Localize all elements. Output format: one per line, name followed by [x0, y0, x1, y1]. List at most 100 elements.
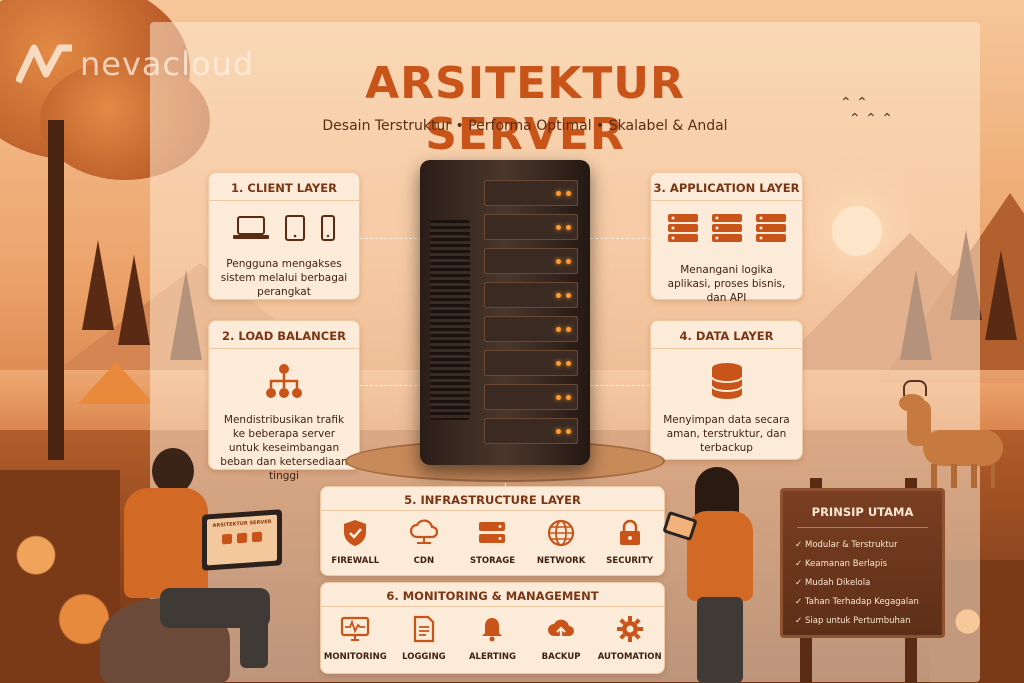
server-slot: [484, 350, 578, 376]
deer-antlers: [903, 380, 927, 396]
document-icon: [413, 615, 434, 643]
check-icon: ✓: [795, 559, 803, 569]
device-icons: [209, 211, 359, 245]
server-slot: [484, 316, 578, 342]
card-title: 2. LOAD BALANCER: [209, 321, 359, 349]
server-slot: [484, 282, 578, 308]
status-led: [556, 429, 561, 434]
tent: [78, 362, 154, 404]
infra-item-label: FIREWALL: [331, 556, 380, 566]
person-body: [687, 511, 753, 601]
laptop-screen-icons: [207, 531, 277, 546]
sign-post: [905, 630, 917, 683]
monitor-item-label: AUTOMATION: [597, 652, 662, 662]
shield-check-icon: [344, 520, 367, 546]
monitor-pulse-icon: [341, 616, 370, 641]
cloud-upload-icon: [548, 619, 575, 639]
server-slot: [484, 214, 578, 240]
deer: [895, 380, 1015, 490]
principle-label: Keamanan Berlapis: [805, 559, 888, 569]
network-tree-icon: [266, 364, 302, 398]
status-led: [556, 191, 561, 196]
status-led: [556, 293, 561, 298]
server-slot: [484, 248, 578, 274]
brand-logo: nevacloud: [16, 44, 254, 84]
status-led: [556, 259, 561, 264]
principles-list: ✓Modular & Terstruktur ✓Keamanan Berlapi…: [783, 528, 942, 631]
principle-item: ✓Modular & Terstruktur: [795, 536, 934, 555]
connector-line: [360, 385, 422, 386]
laptop-icon: [233, 216, 269, 239]
status-led: [556, 395, 561, 400]
principles-title: PRINSIP UTAMA: [797, 491, 928, 528]
database-icons: [651, 359, 802, 403]
status-led: [556, 327, 561, 332]
principle-item: ✓Siap untuk Pertumbuhan: [795, 612, 934, 631]
infra-item-storage: STORAGE: [460, 519, 524, 566]
status-led: [566, 395, 571, 400]
check-icon: ✓: [795, 597, 803, 607]
person-with-tablet: [662, 465, 765, 683]
infrastructure-layer-card: 5. INFRASTRUCTURE LAYER FIREWALL CDN STO…: [320, 486, 665, 576]
check-icon: ✓: [795, 616, 803, 626]
card-title: 6. MONITORING & MANAGEMENT: [321, 583, 664, 607]
monitor-item-logging: LOGGING: [392, 615, 456, 662]
card-title: 5. INFRASTRUCTURE LAYER: [321, 487, 664, 511]
card-title: 1. CLIENT LAYER: [209, 173, 359, 201]
infra-item-label: CDN: [413, 556, 435, 566]
load-balancer-card: 2. LOAD BALANCER Mendistribusikan trafik…: [208, 320, 360, 482]
connector-line: [360, 238, 422, 239]
monitor-item-alerting: ALERTING: [460, 615, 524, 662]
principle-item: ✓Keamanan Berlapis: [795, 555, 934, 574]
server-rack: [420, 160, 590, 465]
cloud-network-icon: [409, 519, 438, 544]
status-led: [556, 361, 561, 366]
tablet-icon: [285, 215, 305, 241]
status-led: [566, 259, 571, 264]
status-led: [566, 361, 571, 366]
person-shin: [240, 598, 268, 668]
person-with-laptop: ARSITEKTUR SERVER: [100, 448, 300, 683]
deer-legs: [931, 464, 995, 488]
infra-item-network: NETWORK: [529, 519, 593, 566]
infra-item-firewall: FIREWALL: [323, 519, 387, 566]
laptop-screen: ARSITEKTUR SERVER: [207, 514, 277, 566]
monitoring-management-card: 6. MONITORING & MANAGEMENT MONITORING LO…: [320, 582, 665, 674]
app-server-icons: [651, 211, 802, 245]
infra-item-security: SECURITY: [598, 519, 662, 566]
monitor-item-label: BACKUP: [541, 652, 581, 662]
gear-icon: [616, 616, 643, 642]
load-balancer-icons: [209, 359, 359, 403]
monitor-item-label: MONITORING: [323, 652, 387, 662]
connector-line: [590, 238, 650, 239]
card-description: Pengguna mengakses sistem melalui berbag…: [220, 258, 348, 298]
laptop-screen-title: ARSITEKTUR SERVER: [212, 518, 272, 530]
principle-label: Tahan Terhadap Kegagalan: [805, 597, 919, 607]
infrastructure-items: FIREWALL CDN STORAGE NETWORK SECURITY: [321, 511, 664, 566]
server-stack-icon: [711, 214, 742, 242]
data-layer-card: 4. DATA LAYER Menyimpan data secara aman…: [650, 320, 803, 460]
client-layer-card: 1. CLIENT LAYER Pengguna mengakses siste…: [208, 172, 360, 300]
server-slot: [484, 418, 578, 444]
person-body: [124, 488, 208, 598]
storage-icon: [479, 522, 506, 543]
pine-tree: [118, 255, 150, 345]
infra-item-label: STORAGE: [469, 556, 516, 566]
principle-label: Siap untuk Pertumbuhan: [805, 616, 911, 626]
status-led: [566, 429, 571, 434]
server-slot: [484, 180, 578, 206]
birds-icon: ⌃ ⌃ ⌃ ⌃ ⌃: [840, 95, 893, 127]
monitor-item-backup: BACKUP: [529, 615, 593, 662]
tree-trunk: [48, 120, 64, 460]
infra-item-label: SECURITY: [606, 556, 654, 566]
status-led: [556, 225, 561, 230]
page-title: ARSITEKTUR SERVER: [365, 58, 685, 160]
infra-item-cdn: CDN: [392, 519, 456, 566]
pine-tree: [82, 240, 114, 330]
status-led: [566, 293, 571, 298]
principles-sign: PRINSIP UTAMA ✓Modular & Terstruktur ✓Ke…: [780, 488, 945, 638]
connector-line: [590, 385, 650, 386]
principle-label: Modular & Terstruktur: [805, 540, 898, 550]
server-side-vent: [430, 220, 470, 420]
principle-item: ✓Tahan Terhadap Kegagalan: [795, 593, 934, 612]
